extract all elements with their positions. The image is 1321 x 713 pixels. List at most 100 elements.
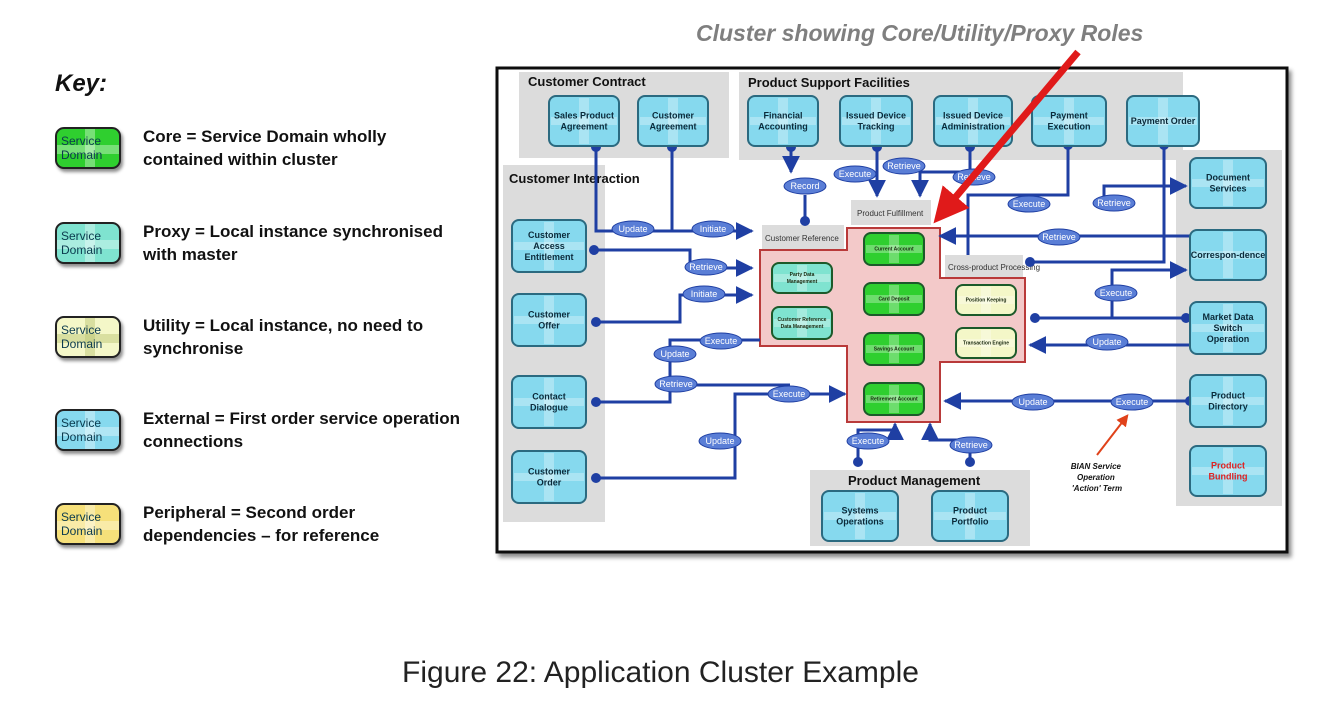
service-domain-payment-order: Payment Order — [1126, 95, 1200, 147]
svg-text:Execute: Execute — [1100, 288, 1133, 298]
action-retrieve-7: Retrieve — [949, 436, 993, 454]
svg-text:Retrieve: Retrieve — [1042, 232, 1076, 242]
svg-text:Initiate: Initiate — [700, 224, 727, 234]
action-update-2: Update — [653, 345, 697, 363]
service-domain-label: Card Deposit — [878, 297, 909, 303]
key-desc-external: External = First order service operation… — [143, 409, 460, 451]
group-customer-reference-bg — [762, 225, 844, 249]
group-product-management-title: Product Management — [848, 473, 981, 488]
group-product-fulfillment-bg — [851, 200, 931, 225]
action-update-3: Update — [698, 432, 742, 450]
svg-text:Update: Update — [660, 349, 689, 359]
svg-text:Execute: Execute — [1013, 199, 1046, 209]
connector-payment-execution — [966, 145, 1070, 255]
action-retrieve-6: Retrieve — [654, 375, 698, 393]
svg-text:Execute: Execute — [839, 169, 872, 179]
action-update-4: Update — [1085, 333, 1129, 351]
svg-text:Execute: Execute — [705, 336, 738, 346]
action-retrieve-4: Retrieve — [1037, 228, 1081, 246]
service-domain-label: Position Keeping — [966, 298, 1007, 304]
action-retrieve-1: Retrieve — [882, 157, 926, 175]
svg-text:Retrieve: Retrieve — [954, 440, 988, 450]
svg-text:Update: Update — [1018, 397, 1047, 407]
group-product-support-title: Product Support Facilities — [748, 75, 910, 90]
action-update-1: Update — [611, 220, 655, 238]
service-domain-label: Correspon-dence — [1191, 250, 1266, 260]
action-execute-2: Execute — [1007, 195, 1051, 213]
group-customer-contract-title: Customer Contract — [528, 74, 646, 89]
figure-caption: Figure 22: Application Cluster Example — [402, 656, 919, 689]
service-domain-retirement-account: Retirement Account — [863, 382, 925, 416]
svg-text:Execute: Execute — [1116, 397, 1149, 407]
key-desc-core: Core = Service Domain wholly contained w… — [143, 127, 387, 169]
group-product-fulfillment-title: Product Fulfillment — [857, 209, 924, 218]
action-execute-6: Execute — [1110, 393, 1154, 411]
action-execute-5: Execute — [1094, 284, 1138, 302]
svg-text:Execute: Execute — [773, 389, 806, 399]
action-execute-3: Execute — [699, 332, 743, 350]
service-domain-correspondence: Correspon-dence — [1189, 229, 1267, 281]
action-execute-7: Execute — [846, 432, 890, 450]
svg-text:Retrieve: Retrieve — [1097, 198, 1131, 208]
action-execute-1: Execute — [833, 165, 877, 183]
action-record: Record — [783, 177, 827, 195]
svg-text:Record: Record — [790, 181, 819, 191]
svg-text:Update: Update — [1092, 337, 1121, 347]
annotation-text: BIAN Service Operation 'Action' Term — [1071, 462, 1123, 493]
key-desc-peripheral: Peripheral = Second order dependencies –… — [143, 503, 380, 545]
connector-device-admin — [911, 150, 972, 198]
action-execute-4: Execute — [767, 385, 811, 403]
action-initiate-1: Initiate — [691, 220, 735, 238]
key-title: Key: — [55, 70, 108, 97]
service-domain-position-keeping: Position Keeping — [955, 284, 1017, 316]
annotation-arrow — [1096, 414, 1129, 456]
service-domain-current-account: Current Account — [863, 232, 925, 266]
svg-text:Retrieve: Retrieve — [659, 379, 693, 389]
svg-text:Retrieve: Retrieve — [887, 161, 921, 171]
group-customer-reference-title: Customer Reference — [765, 234, 839, 243]
service-domain-label: Current Account — [874, 247, 914, 253]
diagram-title: Cluster showing Core/Utility/Proxy Roles — [696, 20, 1144, 46]
service-domain-transaction-engine: Transaction Engine — [955, 327, 1017, 359]
connector-payment-order — [1030, 145, 1166, 264]
red-pointer-arrow — [933, 49, 1081, 224]
group-customer-interaction-title: Customer Interaction — [509, 171, 640, 186]
action-retrieve-5: Retrieve — [684, 258, 728, 276]
svg-text:Update: Update — [618, 224, 647, 234]
key-desc-proxy: Proxy = Local instance synchronised with… — [143, 222, 443, 264]
